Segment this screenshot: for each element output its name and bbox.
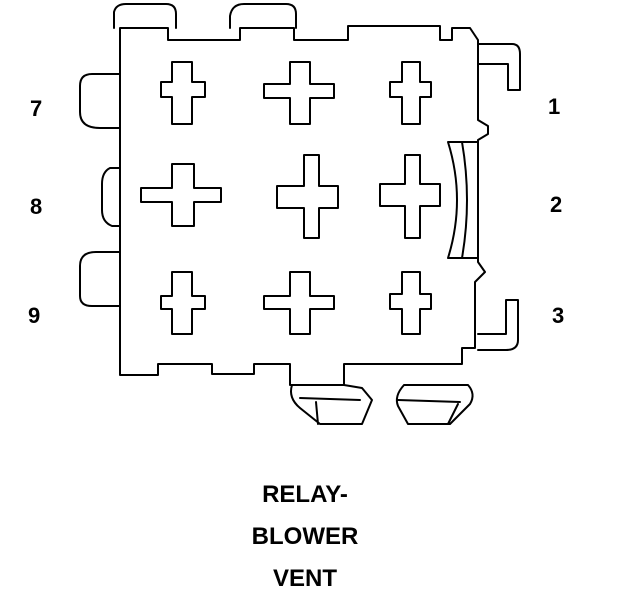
top-latch-center bbox=[229, 3, 297, 29]
left-clip-upper bbox=[79, 73, 121, 129]
pin-label-3: 3 bbox=[552, 303, 565, 328]
right-clip-upper bbox=[477, 43, 521, 91]
caption-line-3: VENT bbox=[272, 565, 337, 592]
side-latch-window bbox=[447, 141, 479, 259]
terminal-cavity bbox=[140, 163, 222, 227]
left-clip-lower bbox=[79, 251, 121, 307]
right-clip-lower bbox=[477, 299, 519, 351]
terminal-cavity bbox=[263, 271, 335, 335]
terminal-cavity bbox=[263, 61, 335, 125]
pin-label-1: 1 bbox=[548, 94, 561, 119]
caption-line-2: BLOWER bbox=[251, 523, 359, 550]
bottom-latch-left bbox=[290, 384, 373, 425]
terminal-cavity bbox=[389, 61, 432, 125]
side-latch-inner bbox=[461, 141, 468, 259]
terminal-cavity bbox=[389, 271, 432, 335]
pin-label-9: 9 bbox=[28, 303, 41, 328]
pin-label-8: 8 bbox=[30, 194, 43, 219]
top-latch-left bbox=[113, 3, 177, 29]
connector-body bbox=[119, 25, 489, 386]
pin-label-7: 7 bbox=[30, 96, 43, 121]
terminal-cavity bbox=[276, 154, 339, 239]
caption-line-1: RELAY- bbox=[262, 481, 348, 508]
terminal-cavity bbox=[160, 61, 206, 125]
terminal-cavity bbox=[379, 154, 441, 239]
left-clip-middle bbox=[101, 167, 121, 227]
bottom-latch-right bbox=[395, 384, 474, 425]
pin-label-2: 2 bbox=[550, 192, 563, 217]
terminal-cavity bbox=[160, 271, 206, 335]
